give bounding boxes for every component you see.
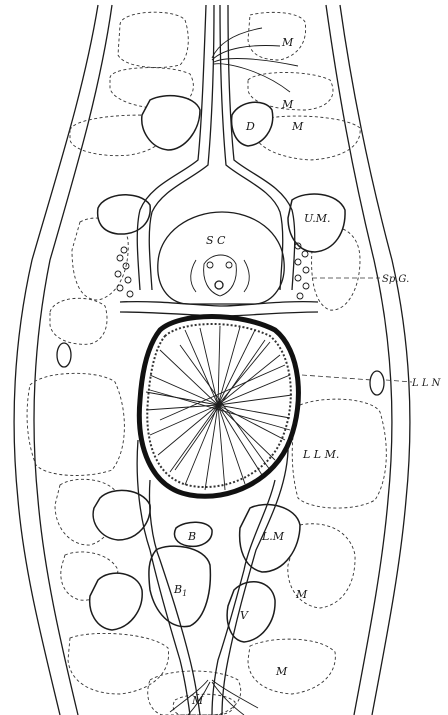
spinal-cord-inner <box>204 255 237 296</box>
body-wall-right-inner <box>326 5 392 715</box>
label-b1-main: B <box>173 583 182 596</box>
label-m-top: M <box>281 36 294 49</box>
label-m-lower-right: M <box>295 588 308 601</box>
label-m-bottom-right: M <box>275 665 288 678</box>
grey-matter-left <box>191 260 196 292</box>
label-um: U.M. <box>304 212 331 225</box>
label-b1-subscript: 1 <box>182 589 187 598</box>
body-wall-left-outer <box>14 5 98 715</box>
label-d: D <box>245 120 255 133</box>
label-spg: Sp.G. <box>382 274 409 285</box>
label-m-upper: M <box>281 98 294 111</box>
lln-leader-line <box>302 375 372 380</box>
lln-leader-line-outer <box>386 380 412 382</box>
spinal-cord-outline <box>158 212 284 304</box>
neuron-dot <box>226 262 232 268</box>
label-m-bottom: M <box>191 694 204 707</box>
label-m-upper-right: M <box>291 120 304 133</box>
lateral-line-nerve-left <box>57 343 71 367</box>
grey-matter-right <box>244 260 249 292</box>
label-v: V <box>240 609 249 622</box>
neuron-dot <box>207 262 213 268</box>
body-wall-right-outer <box>340 5 410 715</box>
lateral-line-nerve-right <box>370 371 384 395</box>
spinal-canal <box>215 281 223 289</box>
notochord <box>139 317 298 497</box>
label-lm: L.M <box>261 530 285 543</box>
label-sc: S C <box>206 234 226 247</box>
label-llm: L L M. <box>302 448 339 461</box>
label-lln: L L N <box>411 378 442 389</box>
spinal-ganglion-right <box>295 243 309 299</box>
label-b: B <box>187 530 196 543</box>
